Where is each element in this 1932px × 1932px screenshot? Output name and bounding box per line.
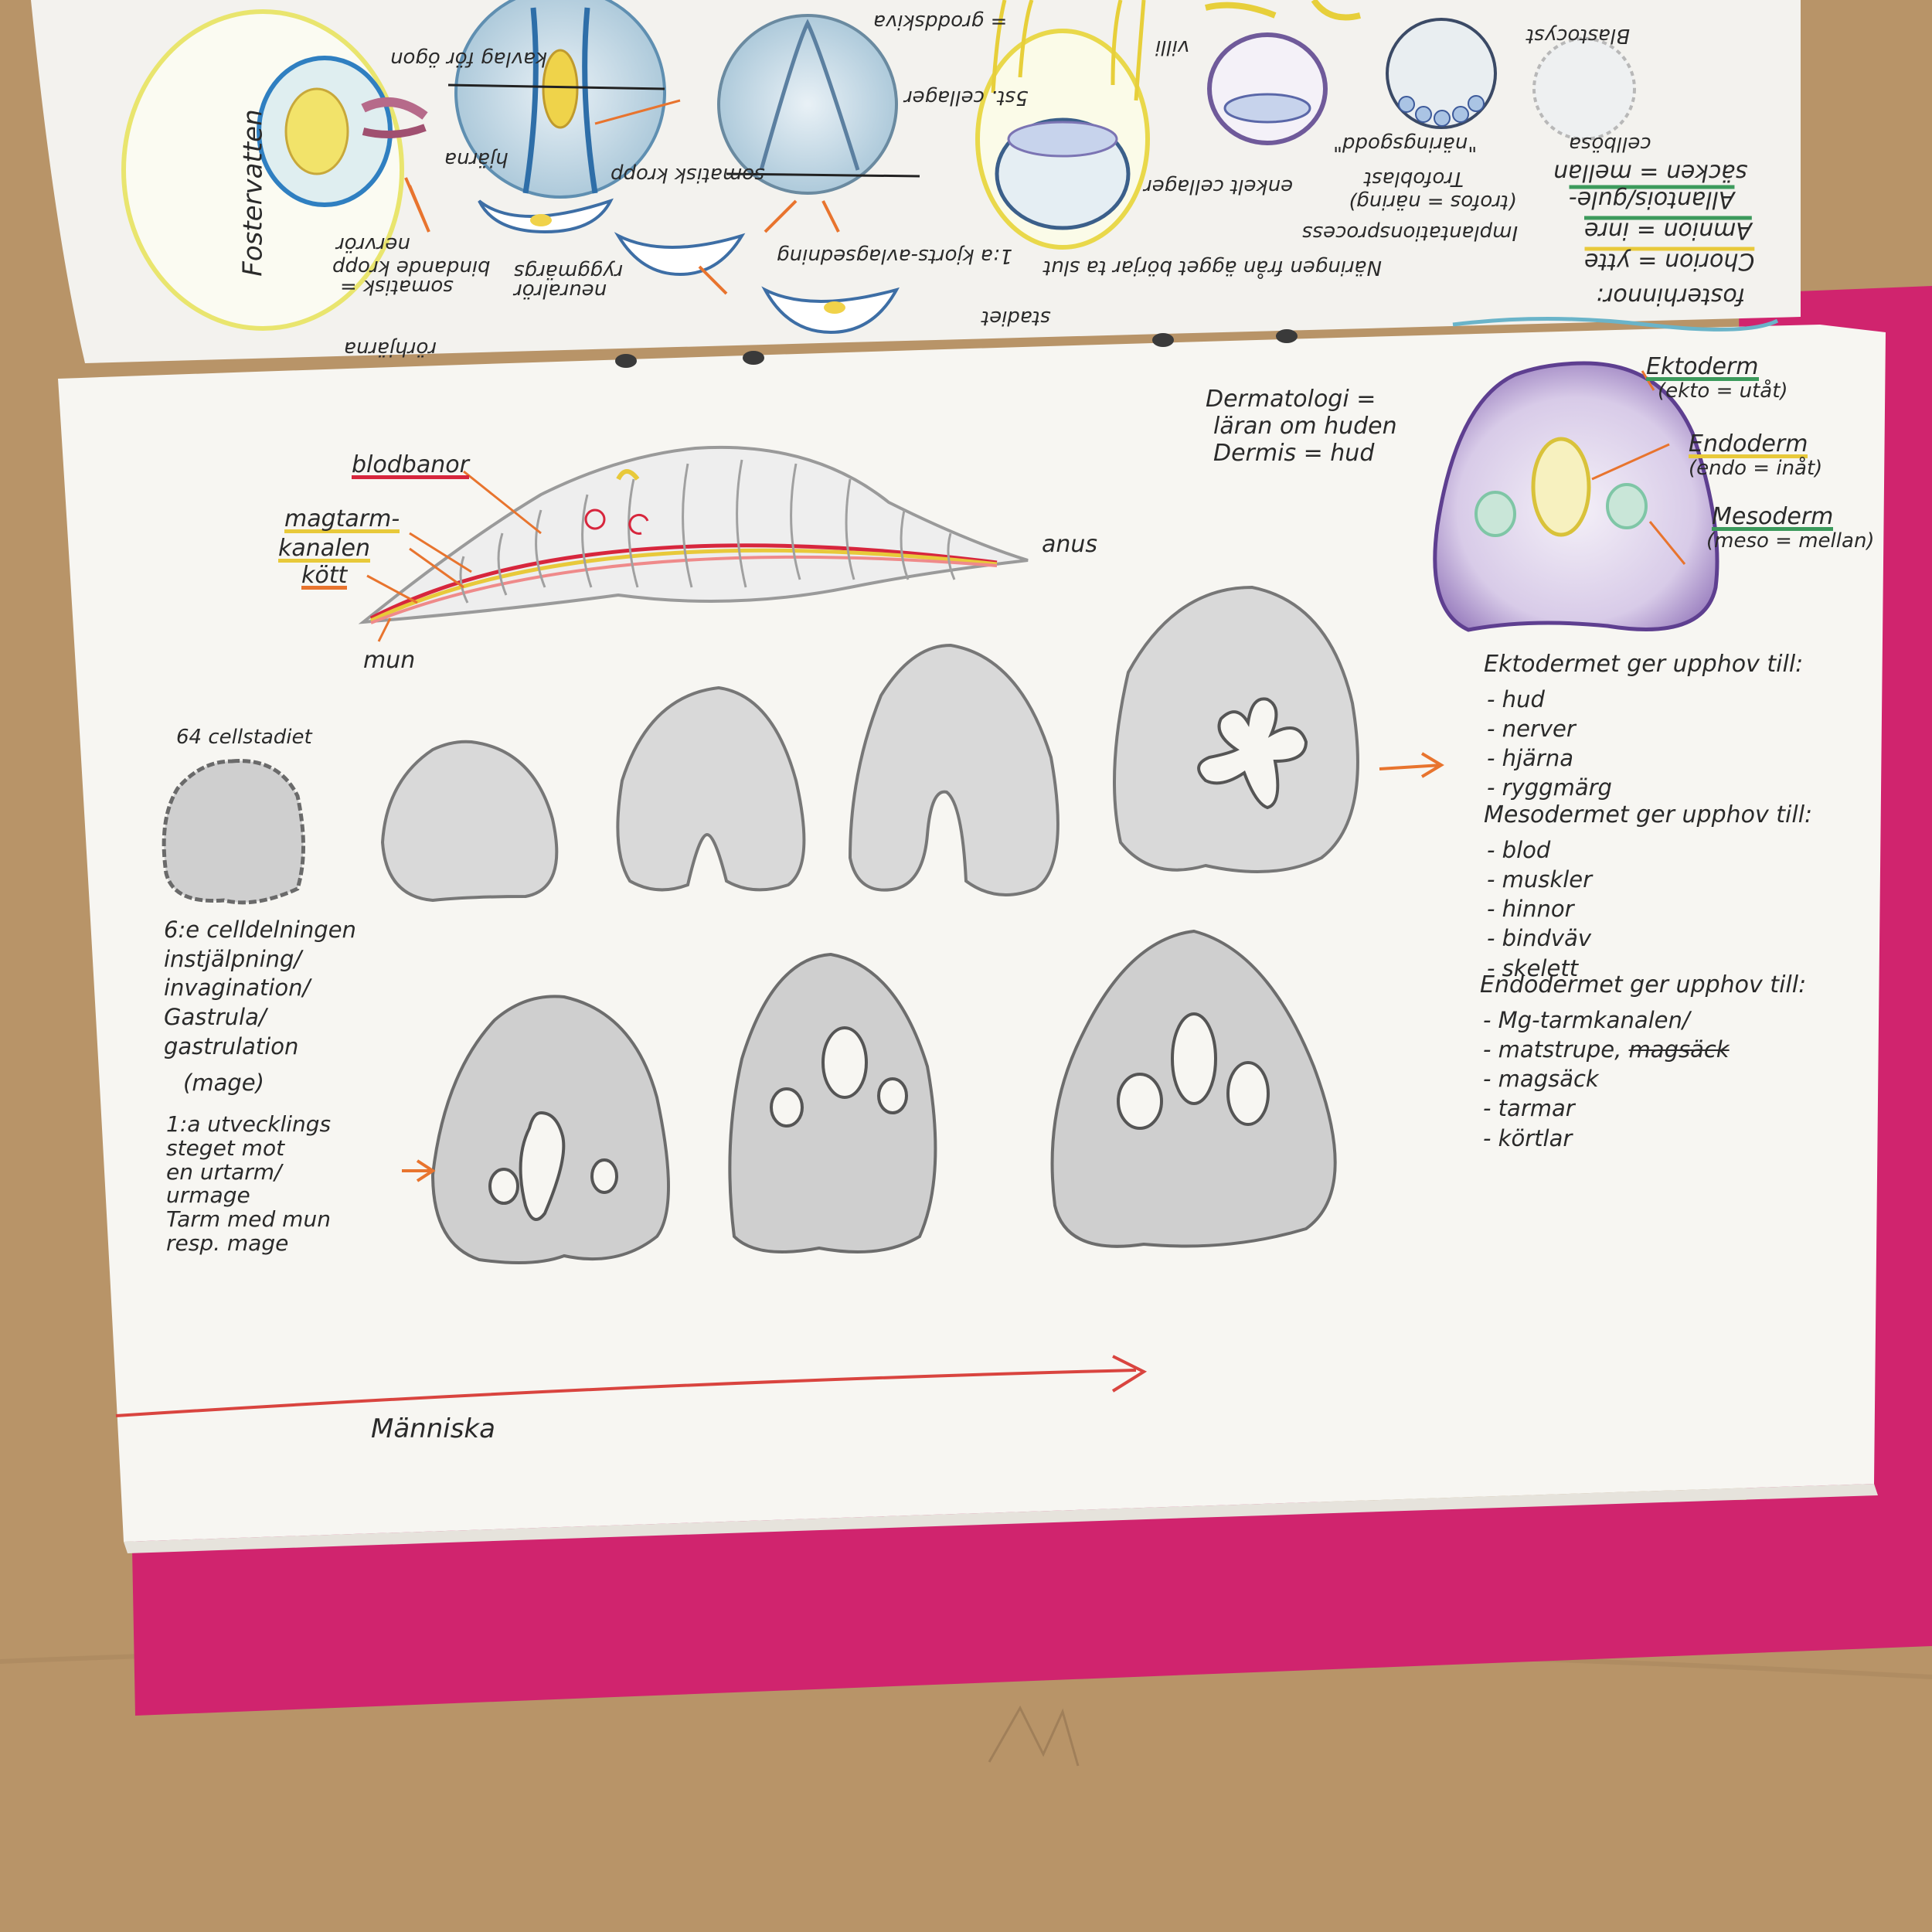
note-line: steget mot [166, 1134, 285, 1161]
note-line: Tarm med mun [166, 1206, 331, 1233]
label-trofos: (trofos = näring) [1349, 189, 1517, 213]
stage-4-pouches [1197, 697, 1308, 810]
list-item: - Mg-tarmkanalen/ [1483, 1006, 1690, 1033]
note-line: gastrulation [164, 1032, 299, 1060]
label-amnion: Amnion = inre [1584, 216, 1752, 244]
list-item: - hjärna [1487, 745, 1573, 772]
label-mesoderm: Mesoderm [1712, 503, 1834, 530]
label-dermatologi-1: Dermatologi = [1206, 386, 1376, 413]
label-allantois: Allantois/gule- [1569, 185, 1735, 213]
list-item: - muskler [1487, 866, 1593, 893]
list-item: - skelett [1487, 954, 1579, 981]
label-naringsgodd: "näringsgodd" [1333, 131, 1478, 155]
label-somatiska: somatisk = [340, 274, 454, 298]
label-kott: kött [301, 562, 348, 589]
note-line: (mage) [183, 1070, 264, 1097]
stage-3-shape [848, 643, 1060, 896]
worm-drawing [358, 445, 1029, 642]
endoderm-list-heading: Endodermet ger upphov till: [1480, 971, 1807, 998]
label-sacken: säcken = mellan [1553, 158, 1748, 186]
struck-text: magsäck [1628, 1036, 1730, 1063]
label-cellbosa: cellbösa [1569, 131, 1651, 155]
label-mesoderm-def: (meso = mellan) [1706, 529, 1875, 553]
note-line: 1:a utvecklings [166, 1111, 332, 1137]
list-item: - hinnor [1487, 896, 1574, 923]
stage-6-shape [728, 952, 937, 1253]
list-item: - körtlar [1483, 1124, 1573, 1151]
cell-stage-64 [162, 759, 305, 905]
label-ektoderm: Ektoderm [1646, 353, 1759, 380]
label-somatisk: somatisk kropp [611, 162, 765, 186]
label-nervror: nervrör [336, 232, 410, 256]
stage-2-shape [616, 685, 806, 892]
notes-gastrulation: 6:e celldelningen instjälpning/ invagina… [164, 916, 356, 1098]
ektoderm-list: Ektodermet ger upphov till: - hud - nerv… [1484, 649, 1803, 803]
label-magtarm: magtarm- [284, 505, 400, 532]
list-item: - nerver [1487, 715, 1576, 742]
list-item: - magsäck [1483, 1066, 1599, 1093]
label-fosterhinnor: fosterhinnor: [1596, 282, 1746, 310]
label-ryggmargs: ryggmärgs [514, 259, 624, 283]
mesoderm-list: Mesodermet ger upphov till: - blod - mus… [1484, 800, 1812, 983]
label-64-cell-stage: 64 cellstadiet [176, 726, 312, 749]
label-stadiet: stadiet [981, 305, 1051, 329]
note-line: invagination/ [164, 975, 311, 1002]
timeline-arrow [115, 1355, 1148, 1417]
label-endoderm: Endoderm [1689, 430, 1808, 457]
list-item: - tarmar [1483, 1095, 1575, 1122]
label-dermis: Dermis = hud [1213, 440, 1375, 467]
stage-1-shape [380, 740, 559, 903]
label-dermatologi-2: läran om huden [1213, 413, 1397, 440]
pink-folder [131, 1499, 1932, 1716]
notes-development: 1:a utvecklings steget mot en urtarm/ ur… [166, 1111, 332, 1256]
note-line: 6:e celldelningen [164, 917, 356, 943]
note-line: en urtarm/ [166, 1158, 282, 1185]
label-hjarna: hjärna [444, 147, 509, 171]
label-5st: 5st. cellager [904, 85, 1029, 109]
label-chorion: Chorion = ytte [1584, 247, 1755, 275]
stage-pouches-row-2 [488, 1012, 1270, 1221]
ektoderm-list-heading: Ektodermet ger upphov till: [1484, 651, 1804, 678]
note-line: Gastrula/ [164, 1004, 267, 1031]
label-naringen: Näringen från ägget börjar ta slut [1043, 255, 1382, 279]
top-page-drawings [121, 0, 1636, 335]
label-anus: anus [1042, 531, 1098, 558]
list-item: - hud [1487, 685, 1545, 713]
list-item: - ryggmärg [1487, 774, 1612, 801]
list-item: - bindväv [1487, 925, 1592, 952]
note-line: resp. mage [166, 1230, 289, 1256]
label-groddskiva: = groddskiva [873, 9, 1008, 33]
label-rorhjarna: rörhjärna [344, 336, 437, 360]
label-blastocyst: Blastocyst [1526, 23, 1631, 47]
label-enkelt: enkelt cellager [1144, 174, 1294, 198]
label-kavlag: kavlag för ögon [390, 46, 548, 70]
label-blodbanor: blodbanor [352, 451, 469, 478]
label-trofoblast: Trofoblast [1364, 166, 1464, 190]
note-line: instjälpning/ [164, 945, 302, 972]
label-villi: villi [1155, 35, 1190, 59]
list-item: - matstrupe, [1483, 1036, 1622, 1063]
label-manniska: Människa [371, 1413, 495, 1444]
label-ektoderm-def: (ekto = utåt) [1658, 379, 1788, 403]
label-kanalen: kanalen [278, 535, 370, 562]
list-item: - blod [1487, 836, 1551, 863]
germ-layer-diagram [1433, 361, 1719, 632]
label-mun: mun [363, 647, 416, 674]
label-atlas: 1:a kjorts-avlagsedning [777, 243, 1013, 267]
binding-rings [615, 329, 1298, 368]
endoderm-list: Endodermet ger upphov till: - Mg-tarmkan… [1480, 970, 1806, 1153]
process-arrows [402, 752, 1444, 1182]
mesoderm-list-heading: Mesodermet ger upphov till: [1484, 801, 1813, 828]
label-implantation: Implantationsprocess [1302, 220, 1519, 244]
label-endoderm-def: (endo = inåt) [1689, 457, 1823, 480]
note-line: urmage [166, 1182, 250, 1209]
label-fostervatten: Fostervatten [237, 109, 269, 277]
